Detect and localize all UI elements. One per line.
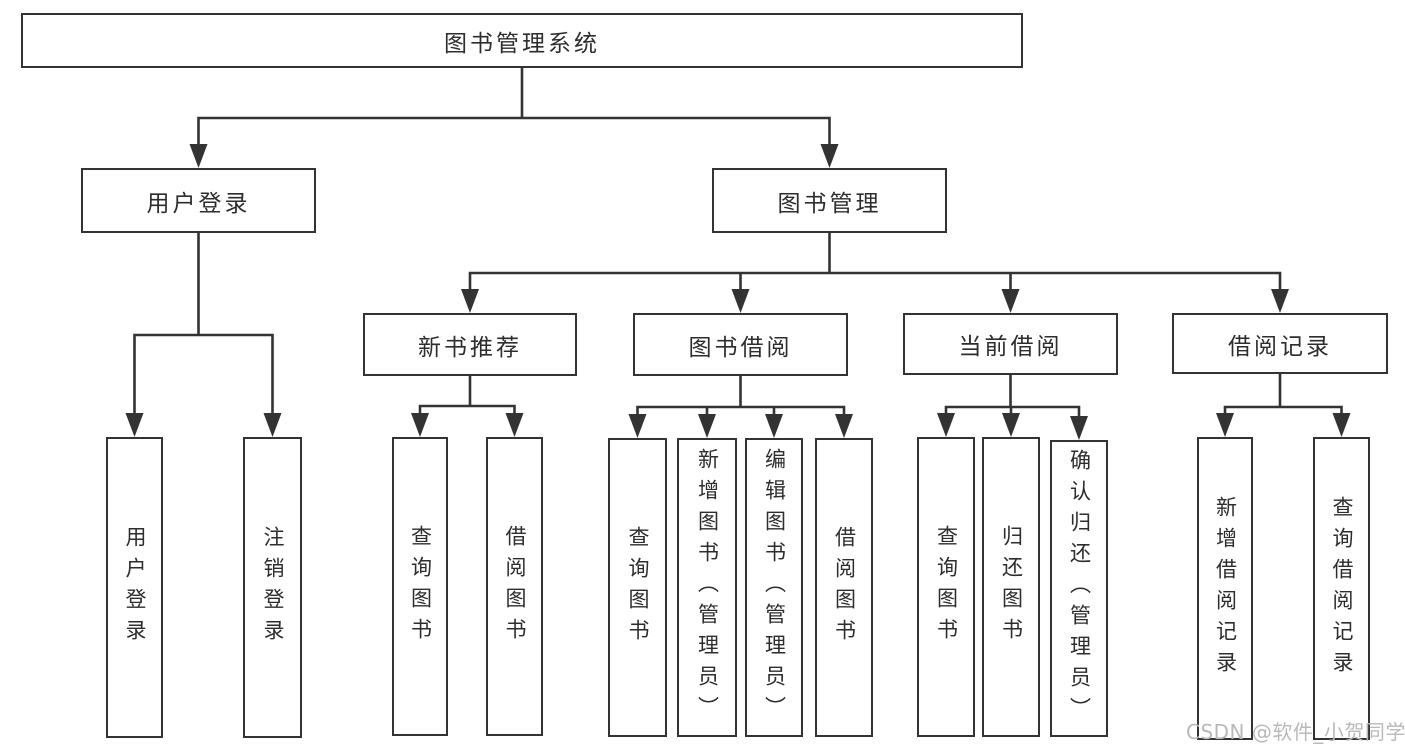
node-label-bb-query: 查询图书	[626, 525, 650, 650]
node-user-login: 用户登录	[81, 168, 316, 233]
arrowhead-icon	[937, 413, 955, 437]
node-label-bb-borrow: 借阅图书	[832, 525, 857, 650]
node-book-borrow: 图书借阅	[633, 313, 848, 376]
node-bb-borrow: 借阅图书	[815, 438, 873, 737]
node-label-current-borrow: 当前借阅	[958, 334, 1063, 360]
arrowhead-icon	[731, 289, 750, 313]
arrowhead-icon	[411, 413, 429, 437]
node-root: 图书管理系统	[21, 13, 1023, 68]
node-borrow-records: 借阅记录	[1172, 313, 1388, 374]
node-label-cb-query: 查询图书	[934, 525, 959, 649]
arrowhead-icon	[1216, 413, 1234, 437]
node-bb-edit: 编辑图书（管理员）	[745, 438, 803, 737]
node-br-add: 新增借阅记录	[1197, 437, 1253, 740]
arrowhead-icon	[125, 413, 144, 437]
node-leaf-user-login: 用户登录	[106, 437, 163, 738]
node-label-br-query: 查询借阅记录	[1330, 495, 1354, 682]
arrowhead-icon	[1002, 413, 1020, 437]
arrowhead-icon	[1001, 289, 1020, 313]
node-label-book-borrow: 图书借阅	[688, 334, 793, 361]
arrowhead-icon	[765, 414, 783, 438]
arrowhead-icon	[461, 289, 479, 313]
arrowhead-icon	[835, 414, 853, 438]
watermark: CSDN @软件_小贺同学	[1186, 720, 1405, 744]
node-cb-confirm: 确认归还（管理员）	[1050, 440, 1108, 737]
node-nbr-query: 查询图书	[392, 437, 448, 736]
node-label-borrow-records: 借阅记录	[1228, 333, 1332, 360]
node-label-cb-return: 归还图书	[999, 525, 1024, 649]
arrowhead-icon	[1070, 416, 1088, 440]
arrowhead-icon	[698, 414, 716, 438]
arrowhead-icon	[820, 144, 839, 168]
arrowhead-icon	[505, 413, 524, 437]
node-label-root: 图书管理系统	[444, 30, 600, 57]
arrowhead-icon	[1332, 413, 1351, 437]
node-label-nbr-borrow: 借阅图书	[503, 524, 527, 649]
node-book-mgmt: 图书管理	[712, 168, 947, 233]
node-bb-add: 新增图书（管理员）	[677, 438, 737, 737]
node-label-cb-confirm: 确认归还（管理员）	[1067, 449, 1092, 728]
node-label-br-add: 新增借阅记录	[1213, 495, 1238, 682]
node-leaf-logout: 注销登录	[243, 437, 302, 738]
node-nbr-borrow: 借阅图书	[486, 437, 543, 736]
node-current-borrow: 当前借阅	[903, 313, 1118, 375]
node-bb-query: 查询图书	[608, 438, 667, 737]
node-label-leaf-user-login: 用户登录	[123, 525, 147, 650]
node-label-bb-add: 新增图书（管理员）	[695, 448, 720, 727]
arrowhead-icon	[1271, 289, 1289, 313]
node-label-new-book-rec: 新书推荐	[418, 334, 522, 361]
arrowhead-icon	[263, 413, 282, 437]
node-label-leaf-logout: 注销登录	[261, 525, 285, 650]
arrowhead-icon	[628, 414, 647, 438]
node-label-nbr-query: 查询图书	[408, 524, 433, 649]
node-cb-query: 查询图书	[917, 437, 975, 737]
node-br-query: 查询借阅记录	[1313, 437, 1370, 740]
node-label-user-login: 用户登录	[146, 190, 251, 217]
node-label-book-mgmt: 图书管理	[777, 190, 882, 217]
node-label-bb-edit: 编辑图书（管理员）	[762, 448, 787, 727]
node-cb-return: 归还图书	[982, 437, 1040, 737]
node-new-book-rec: 新书推荐	[363, 313, 577, 376]
arrowhead-icon	[189, 144, 208, 168]
